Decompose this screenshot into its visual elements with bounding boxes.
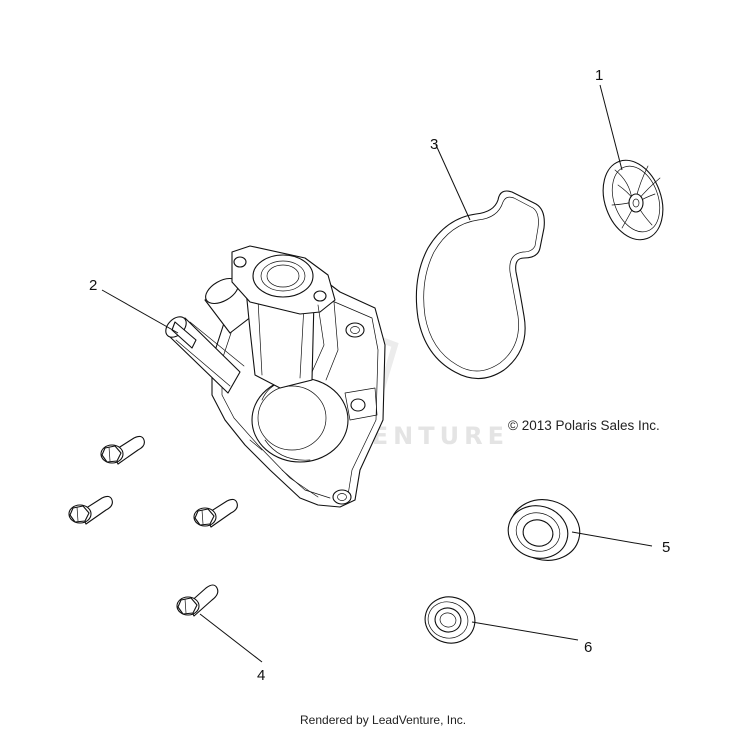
leader-line-6 (471, 621, 579, 641)
callout-4: 4 (257, 667, 265, 684)
leader-line-2 (101, 289, 179, 334)
leader-line-4 (199, 613, 263, 663)
flange-bolt (68, 495, 113, 525)
leader-lines (101, 84, 653, 663)
flange-bolt (176, 584, 219, 617)
callout-5: 5 (662, 539, 670, 556)
callout-6: 6 (584, 639, 592, 656)
impeller (602, 159, 664, 241)
leader-line-5 (571, 531, 653, 547)
flange-bolt (100, 435, 145, 465)
water-pump-housing (165, 245, 386, 508)
seal-large (507, 499, 581, 561)
copyright-notice: © 2013 Polaris Sales Inc. (508, 418, 660, 433)
callout-2: 2 (89, 277, 97, 294)
leader-line-1 (599, 84, 623, 171)
callout-1: 1 (595, 67, 603, 84)
gasket (415, 190, 545, 380)
footer-credit: Rendered by LeadVenture, Inc. (300, 713, 466, 727)
callout-3: 3 (430, 136, 438, 153)
leader-line-3 (435, 144, 471, 221)
flange-bolt (193, 498, 238, 528)
seal-small (424, 596, 476, 644)
